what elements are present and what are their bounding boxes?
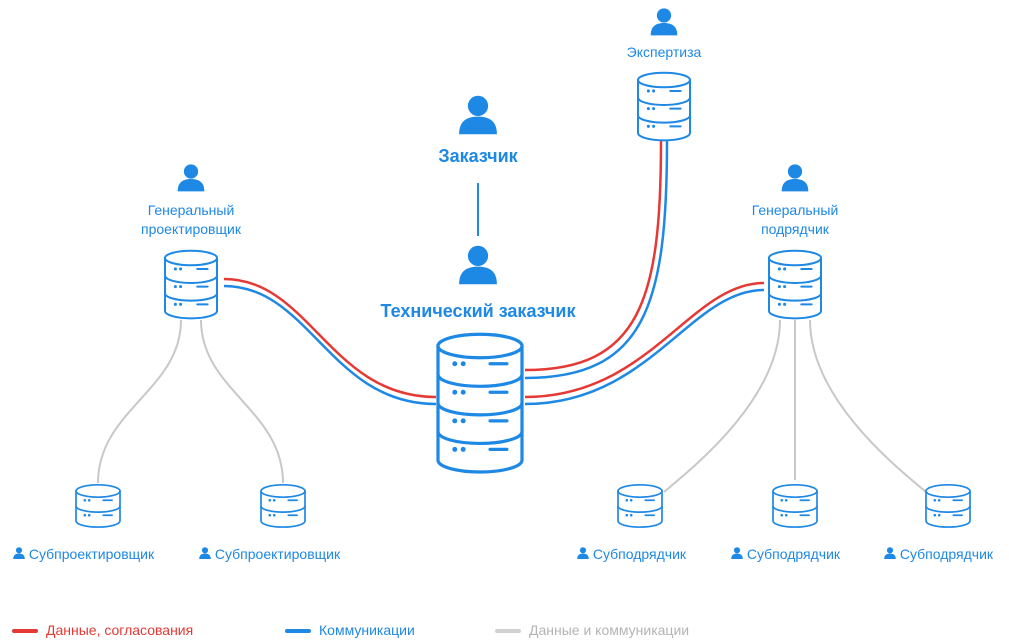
subcontractor-1-label: Субподрядчик [592, 546, 687, 562]
subdesigner-1-database-icon [75, 483, 121, 528]
person-icon [13, 547, 25, 559]
general-contractor-database-icon [768, 249, 822, 320]
tech-customer-database-icon [436, 332, 524, 474]
legend-data-comms: Данные и коммуникации [495, 622, 689, 638]
subcontractor-3-label: Субподрядчик [899, 546, 994, 562]
legend-red-swatch [12, 629, 38, 634]
database-icons [75, 71, 971, 528]
customer-person-icon [459, 95, 497, 135]
tech-customer-label: Технический заказчик [380, 301, 576, 321]
general-contractor-label: Генеральный подрядчик [751, 202, 839, 237]
subdesigner-1-role: Субпроектировщик [13, 546, 154, 562]
legend-communications: Коммуникации [285, 622, 415, 638]
legend-communications-label: Коммуникации [319, 622, 415, 638]
legend-gray-swatch [495, 629, 521, 634]
gray-links-designer [97, 319, 284, 484]
expertise-database-icon [637, 71, 691, 142]
designer-person-icon [177, 164, 205, 192]
tech-expertise-link [524, 140, 669, 380]
contractor-person-icon [781, 164, 809, 192]
subdesigner-2-label: Субпроектировщик [214, 546, 341, 562]
subcontractor-2-database-icon [772, 483, 818, 528]
subcontractor-2-role: Субподрядчик [731, 546, 840, 562]
subdesigner-2-role: Субпроектировщик [199, 546, 340, 562]
gray-links-contractor [663, 319, 927, 493]
general-designer-database-icon [164, 249, 218, 320]
tech-contractor-link [524, 281, 765, 406]
person-icon [884, 547, 896, 559]
legend-data-label: Данные, согласования [46, 622, 194, 638]
subcontractor-2-label: Субподрядчик [746, 546, 841, 562]
general-designer-label: Генеральный проектировщик [141, 202, 241, 237]
person-icon [577, 547, 589, 559]
legend-data-comms-label: Данные и коммуникации [529, 622, 690, 638]
subcontractor-3-role: Субподрядчик [884, 546, 993, 562]
subcontractor-1-role: Субподрядчик [577, 546, 686, 562]
customer-label: Заказчик [438, 146, 518, 166]
expertise-label: Экспертиза [626, 44, 702, 60]
subcontractor-1-database-icon [617, 483, 663, 528]
designer-tech-link [223, 277, 437, 406]
tech-customer-person-icon [459, 245, 497, 285]
person-icon [731, 547, 743, 559]
legend-blue-swatch [285, 629, 311, 634]
legend-data: Данные, согласования [12, 622, 193, 638]
subcontractor-3-database-icon [925, 483, 971, 528]
person-icon [199, 547, 211, 559]
subdesigner-1-label: Субпроектировщик [28, 546, 155, 562]
subdesigner-2-database-icon [260, 483, 306, 528]
expertise-person-icon [650, 8, 678, 36]
